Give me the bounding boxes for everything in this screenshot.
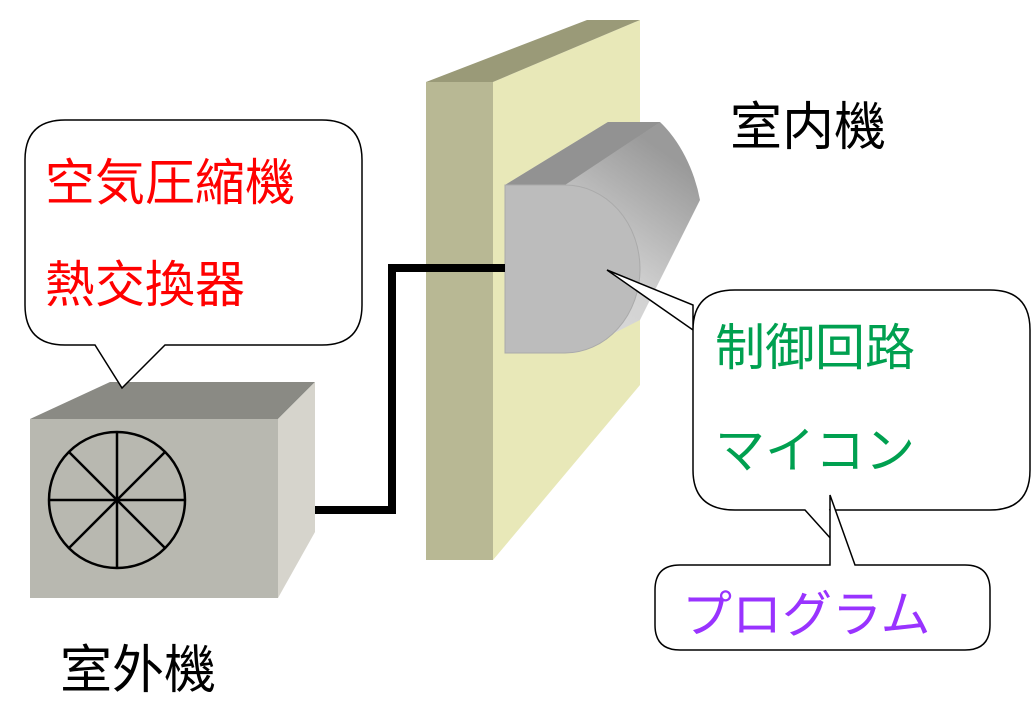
callout-outdoor-line-2: 熱交換器 xyxy=(45,256,245,314)
indoor-callout-bubble xyxy=(606,269,1031,561)
outdoor-unit-side xyxy=(278,382,315,598)
software-callout-bubble xyxy=(654,494,991,651)
wall-front-face xyxy=(426,82,493,560)
outdoor-unit xyxy=(30,382,315,598)
indoor-unit-front xyxy=(504,184,641,354)
callout-indoor-line-1: 制御回路 xyxy=(715,319,915,377)
outdoor-unit-label: 室外機 xyxy=(60,641,216,701)
indoor-unit-label: 室内機 xyxy=(730,98,886,158)
outdoor-unit-front xyxy=(30,419,278,598)
fan-icon xyxy=(47,430,187,570)
wall-top-face xyxy=(426,20,640,82)
refrigerant-cable xyxy=(278,264,505,514)
callout-outdoor-line-1: 空気圧縮機 xyxy=(45,154,295,212)
outdoor-unit-top xyxy=(30,382,315,419)
callout-software-line-1: プログラム xyxy=(682,586,931,644)
indoor-unit-top xyxy=(505,122,660,185)
outdoor-callout-bubble xyxy=(24,119,363,390)
callout-indoor-line-2: マイコン xyxy=(715,422,915,480)
